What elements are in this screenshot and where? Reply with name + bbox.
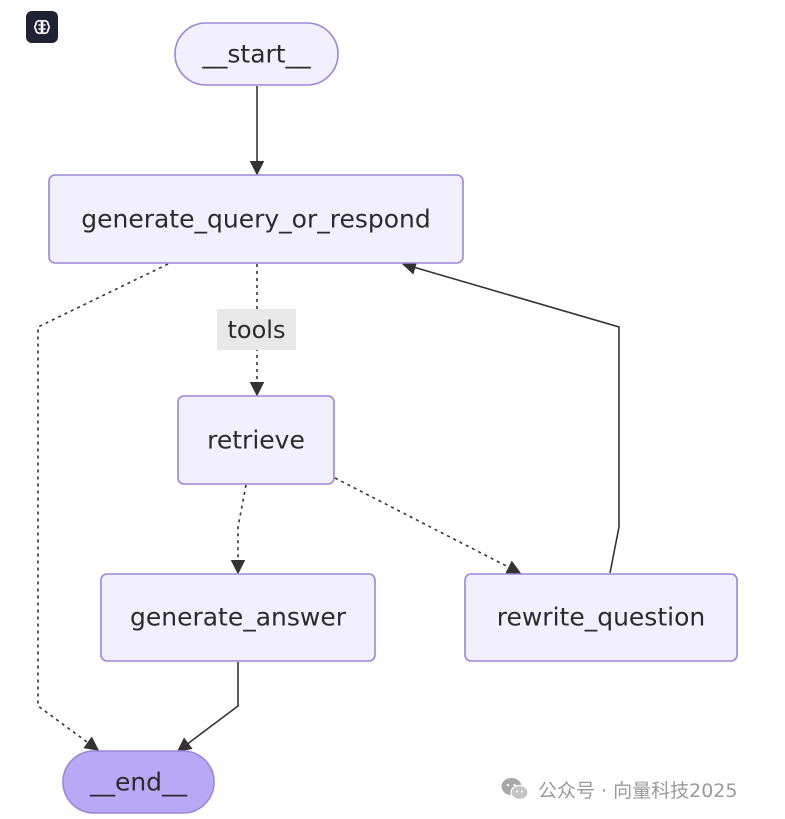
node-generate-answer-label: generate_answer bbox=[130, 603, 347, 632]
node-start[interactable]: __start__ bbox=[174, 22, 339, 86]
node-generate-query-or-respond[interactable]: generate_query_or_respond bbox=[48, 174, 464, 264]
watermark-text: 公众号 · 向量科技2025 bbox=[538, 779, 738, 802]
node-generate-query-or-respond-label: generate_query_or_respond bbox=[81, 205, 431, 234]
edge-label-tools: tools bbox=[217, 309, 296, 350]
node-start-label: __start__ bbox=[201, 40, 311, 69]
node-rewrite-question[interactable]: rewrite_question bbox=[464, 573, 738, 662]
brain-icon[interactable] bbox=[26, 11, 58, 43]
edge-rewrite-question-to-generate-query bbox=[401, 260, 620, 574]
edge-retrieve-to-generate-answer bbox=[230, 484, 247, 575]
edge-retrieve-to-rewrite-question bbox=[334, 477, 522, 574]
node-retrieve[interactable]: retrieve bbox=[177, 395, 335, 485]
wechat-icon bbox=[501, 778, 529, 801]
watermark: 公众号 · 向量科技2025 bbox=[500, 772, 737, 806]
node-end-label: __end__ bbox=[89, 768, 188, 797]
node-generate-answer[interactable]: generate_answer bbox=[100, 573, 376, 662]
node-end[interactable]: __end__ bbox=[62, 750, 215, 814]
node-retrieve-label: retrieve bbox=[207, 426, 305, 455]
edge-generate-query-to-end bbox=[37, 263, 169, 751]
edge-generate-answer-to-end bbox=[176, 662, 239, 752]
node-rewrite-question-label: rewrite_question bbox=[497, 603, 705, 632]
edge-label-tools-text: tools bbox=[228, 316, 286, 344]
